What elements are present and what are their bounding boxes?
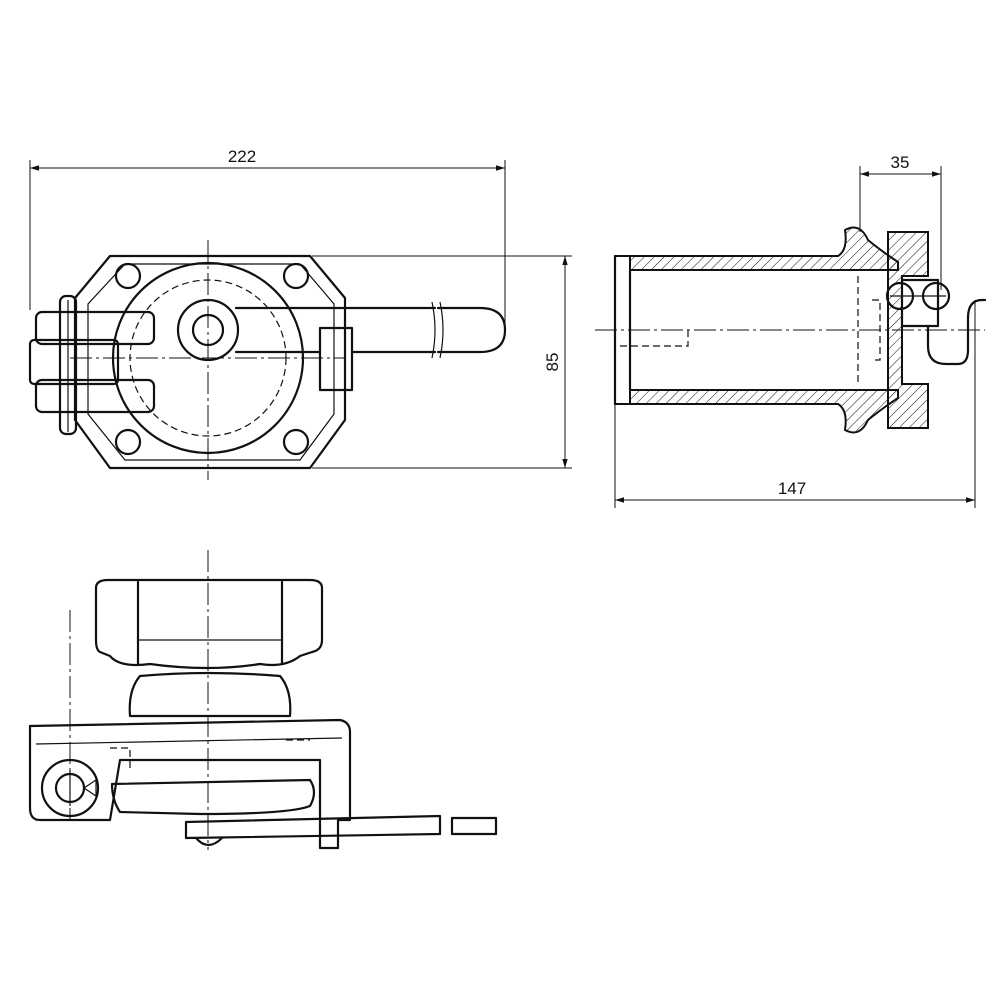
- dimension-label-222: 222: [228, 147, 256, 166]
- dimension-height: 85: [312, 255, 572, 469]
- cap: [94, 578, 324, 670]
- dimension-label-35: 35: [891, 153, 910, 172]
- bolt-hole: [282, 262, 310, 290]
- bolt-hole: [114, 262, 142, 290]
- eye-bolt: [40, 758, 100, 818]
- bolt-hole: [114, 428, 142, 456]
- lever-plate: [184, 814, 442, 840]
- dimension-depth: 147: [614, 300, 976, 508]
- front-view: [28, 240, 507, 480]
- neck: [128, 671, 292, 718]
- side-section-view: [595, 226, 987, 434]
- top-view: [28, 550, 498, 850]
- pan: [110, 778, 316, 816]
- central-boss: [111, 261, 305, 455]
- spindle: [900, 278, 940, 328]
- tube-wall-bottom: [615, 389, 899, 434]
- bolt-hole: [282, 428, 310, 456]
- lever-collar: [318, 326, 354, 392]
- lever-arm: [234, 306, 437, 354]
- dimension-label-147: 147: [778, 479, 806, 498]
- dimension-flange-width: 35: [859, 153, 942, 290]
- clevis: [34, 310, 156, 346]
- hook: [926, 298, 987, 366]
- dimension-overall-length: 222: [29, 147, 506, 328]
- dimension-label-85: 85: [543, 353, 562, 372]
- tube-wall-top: [615, 226, 899, 271]
- mounting-plate: [73, 254, 347, 470]
- flange-plate: [887, 231, 929, 429]
- body: [28, 718, 352, 850]
- hub: [176, 298, 240, 362]
